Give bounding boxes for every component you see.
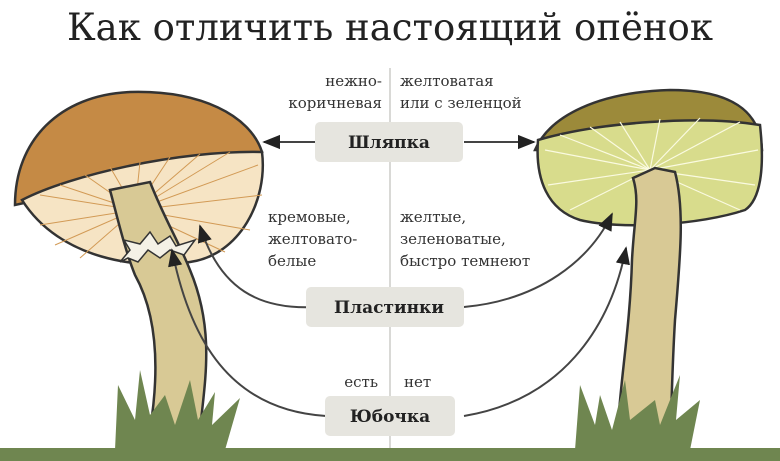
fake-gills-text-2: зеленоватые, (400, 230, 506, 248)
feature-shlyapka: Шляпка (315, 122, 463, 162)
real-ring-text: есть (344, 373, 378, 391)
real-gills-text-3: белые (268, 252, 316, 270)
grass-right (575, 375, 700, 450)
fake-cap-text-2: или с зеленцой (400, 94, 522, 112)
ground (0, 448, 780, 461)
page-title: Как отличить настоящий опёнок (67, 6, 713, 49)
ring (119, 230, 197, 263)
fake-cap-text-1: желтоватая (400, 72, 494, 90)
fake-mushroom (533, 88, 764, 450)
fake-gills-text-3: быстро темнеют (400, 252, 530, 270)
feature-yubochka: Юбочка (325, 396, 455, 436)
grass-left (115, 370, 240, 450)
real-gills-text-1: кремовые, (268, 208, 351, 226)
real-cap-text-1: нежно- (325, 72, 382, 90)
fake-ring-text: нет (404, 373, 431, 391)
feature-plastinki: Пластинки (306, 287, 464, 327)
arrows (168, 134, 630, 417)
label-ring: Юбочка (350, 407, 430, 427)
real-gills-text-2: желтовато- (268, 230, 357, 248)
label-gills: Пластинки (334, 298, 444, 318)
real-cap (13, 90, 264, 207)
fake-gills-text-1: желтые, (400, 208, 466, 226)
real-mushroom (13, 90, 265, 450)
label-cap: Шляпка (348, 133, 430, 153)
real-cap-text-2: коричневая (288, 94, 382, 112)
